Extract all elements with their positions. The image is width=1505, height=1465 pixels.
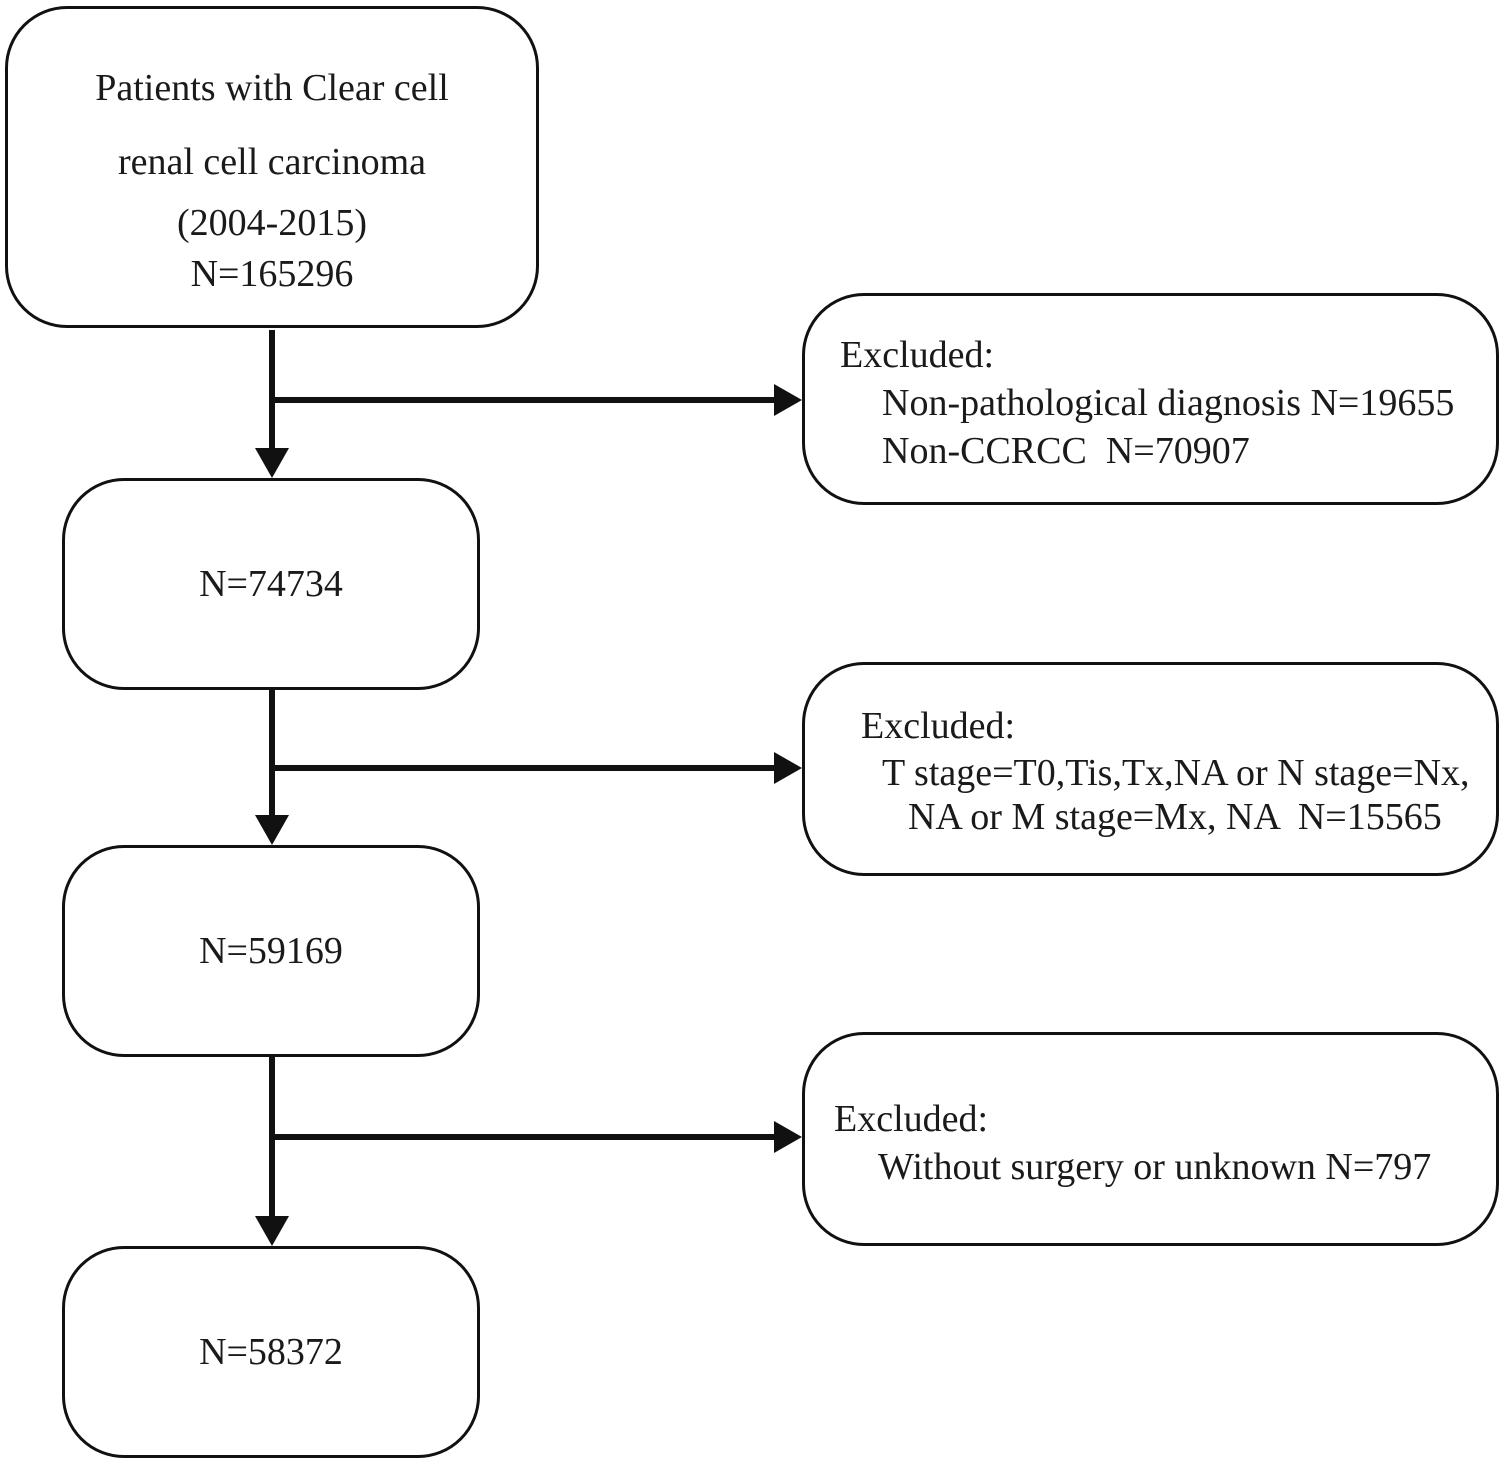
exclusion-3-heading: Excluded: xyxy=(834,1098,989,1140)
start-line-2: renal cell carcinoma xyxy=(117,141,427,183)
final-box: N=58372 xyxy=(62,1246,480,1458)
exclusion-2-heading: Excluded: xyxy=(861,705,1016,747)
arrowhead-right-2 xyxy=(774,752,802,784)
exclusion-2-reason-2: NA or M stage=Mx, NA N=15565 xyxy=(908,796,1442,838)
exclusion-box-3: Excluded: Without surgery or unknown N=7… xyxy=(802,1032,1499,1246)
exclusion-2-reason-1: T stage=T0,Tis,Tx,NA or N stage=Nx, xyxy=(882,752,1470,794)
step2-box: N=74734 xyxy=(62,478,480,690)
start-count: N=165296 xyxy=(190,253,354,295)
exclusion-box-2: Excluded: T stage=T0,Tis,Tx,NA or N stag… xyxy=(802,662,1499,876)
arrowhead-right-3 xyxy=(774,1121,802,1153)
arrowhead-down-3 xyxy=(255,1216,289,1246)
final-count: N=58372 xyxy=(199,1331,343,1373)
arrowhead-down-2 xyxy=(255,815,289,845)
exclusion-1-reason-1: Non-pathological diagnosis N=19655 xyxy=(882,382,1455,424)
step3-box: N=59169 xyxy=(62,845,480,1057)
arrowhead-right-1 xyxy=(774,384,802,416)
start-line-3: (2004-2015) xyxy=(177,202,367,244)
start-line-1: Patients with Clear cell xyxy=(95,67,449,109)
arrowhead-down-1 xyxy=(255,448,289,478)
exclusion-box-1: Excluded: Non-pathological diagnosis N=1… xyxy=(802,293,1499,505)
exclusion-3-reason-1: Without surgery or unknown N=797 xyxy=(878,1146,1432,1188)
start-population-box: Patients with Clear cell renal cell carc… xyxy=(5,6,539,328)
exclusion-1-heading: Excluded: xyxy=(840,334,995,376)
exclusion-1-reason-2: Non-CCRCC N=70907 xyxy=(882,430,1250,472)
step3-count: N=59169 xyxy=(199,930,343,972)
step2-count: N=74734 xyxy=(199,563,343,605)
